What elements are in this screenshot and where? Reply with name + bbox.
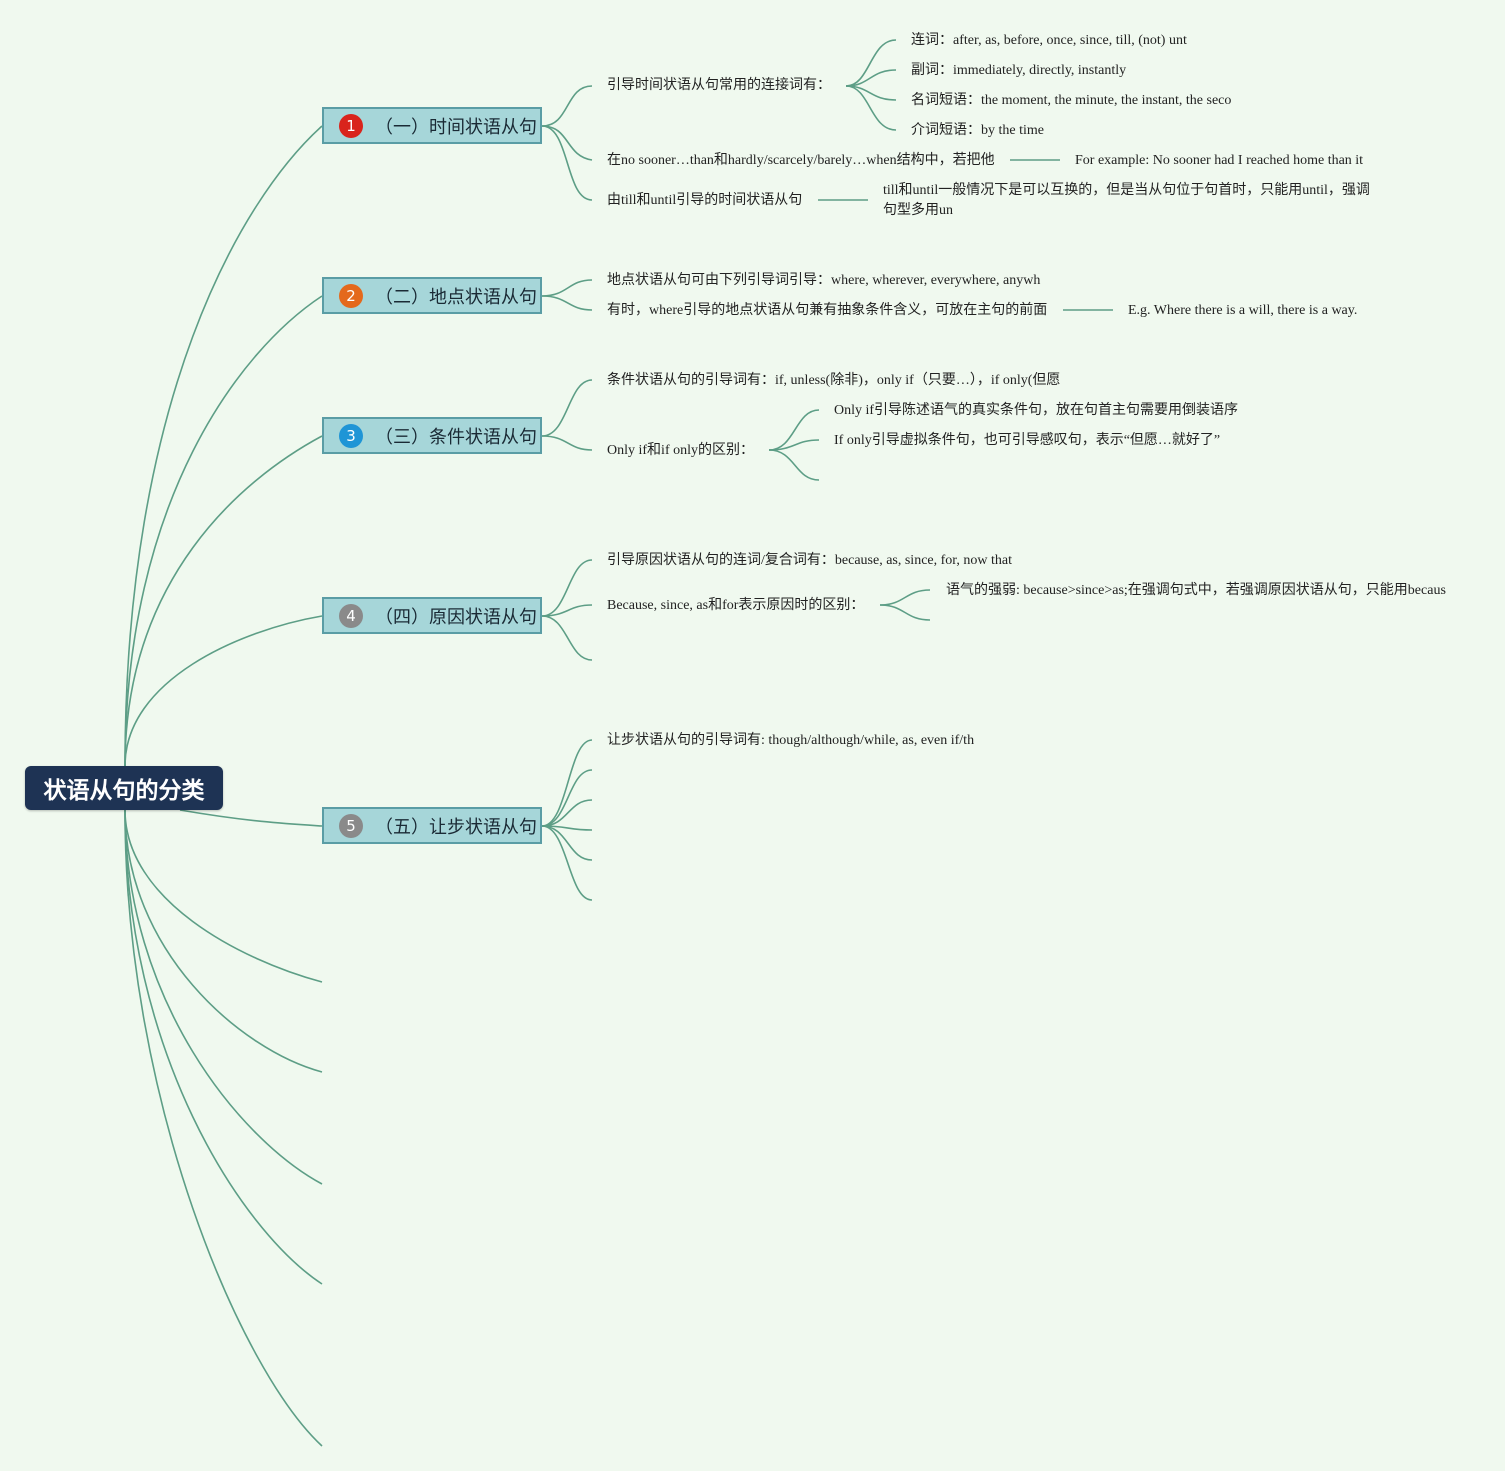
time-noun-phrases-leaf[interactable]: 名词短语：the moment, the minute, the instant… (911, 93, 1232, 108)
no-sooner-example-leaf[interactable]: For example: No sooner had I reached hom… (1075, 153, 1364, 168)
branch-time-clause[interactable]: 1 （一）时间状语从句 (322, 107, 542, 144)
number-badge-5: 5 (339, 813, 363, 838)
reason-strength-leaf[interactable]: 语气的强弱: because>since>as;在强调句式中，若强调原因状语从句… (946, 583, 1446, 598)
till-until-detail-leaf[interactable]: till和until一般情况下是可以互换的，但是当从句位于句首时，只能用unti… (883, 183, 1370, 218)
branch-condition-clause[interactable]: 3 （三）条件状语从句 (322, 417, 542, 454)
branch-label: （二）地点状语从句 (375, 286, 537, 308)
place-abstract-node[interactable]: 有时，where引导的地点状语从句兼有抽象条件含义，可放在主句的前面 (607, 303, 1048, 318)
link-root-e5 (124, 809, 323, 1447)
link-root-b4 (124, 615, 323, 767)
reason-connectives-leaf[interactable]: 引导原因状语从句的连词/复合词有：because, as, since, for… (607, 553, 1012, 568)
place-connectives-leaf[interactable]: 地点状语从句可由下列引导词引导：where, wherever, everywh… (607, 273, 1041, 288)
branch-label: （五）让步状语从句 (375, 816, 537, 838)
concession-connectives-leaf[interactable]: 让步状语从句的引导词有: though/although/while, as, … (607, 733, 975, 748)
only-if-leaf[interactable]: Only if引导陈述语气的真实条件句，放在句首主句需要用倒装语序 (834, 403, 1239, 418)
branch-label: （三）条件状语从句 (375, 426, 537, 448)
link-root-e1 (124, 809, 323, 983)
link-root-b3 (124, 435, 323, 767)
link-root-e4 (124, 809, 323, 1285)
time-connectives-node[interactable]: 引导时间状语从句常用的连接词有： (607, 78, 831, 93)
till-until-node[interactable]: 由till和until引导的时间状语从句 (607, 193, 803, 208)
branch-label: （一）时间状语从句 (375, 116, 537, 138)
branch-label: （四）原因状语从句 (375, 606, 537, 628)
number-badge-4: 4 (339, 603, 363, 628)
branch-reason-clause[interactable]: 4 （四）原因状语从句 (322, 597, 542, 634)
time-conjunctions-leaf[interactable]: 连词：after, as, before, once, since, till,… (911, 33, 1187, 48)
link-root-b2 (124, 295, 323, 767)
link-root-e2 (124, 809, 323, 1073)
if-only-leaf[interactable]: If only引导虚拟条件句，也可引导感叹句，表示“但愿…就好了” (834, 433, 1221, 448)
number-badge-2: 2 (339, 283, 363, 308)
root-node[interactable]: 状语从句的分类 (25, 766, 223, 810)
link-root-e3 (124, 809, 323, 1185)
condition-connectives-leaf[interactable]: 条件状语从句的引导词有：if, unless(除非)，only if（只要…），… (607, 373, 1061, 388)
only-if-difference-node[interactable]: Only if和if only的区别： (607, 443, 754, 458)
place-example-leaf[interactable]: E.g. Where there is a will, there is a w… (1128, 303, 1358, 318)
number-badge-3: 3 (339, 423, 363, 448)
reason-difference-node[interactable]: Because, since, as和for表示原因时的区别： (607, 598, 865, 613)
time-adverbs-leaf[interactable]: 副词：immediately, directly, instantly (911, 63, 1127, 78)
time-prep-phrases-leaf[interactable]: 介词短语：by the time (911, 123, 1044, 138)
number-badge-1: 1 (339, 113, 363, 138)
link-root-b1 (124, 125, 323, 767)
branch-concession-clause[interactable]: 5 （五）让步状语从句 (322, 807, 542, 844)
branch-place-clause[interactable]: 2 （二）地点状语从句 (322, 277, 542, 314)
link-root-b5 (179, 809, 323, 827)
no-sooner-structure-node[interactable]: 在no sooner…than和hardly/scarcely/barely…w… (607, 153, 995, 168)
